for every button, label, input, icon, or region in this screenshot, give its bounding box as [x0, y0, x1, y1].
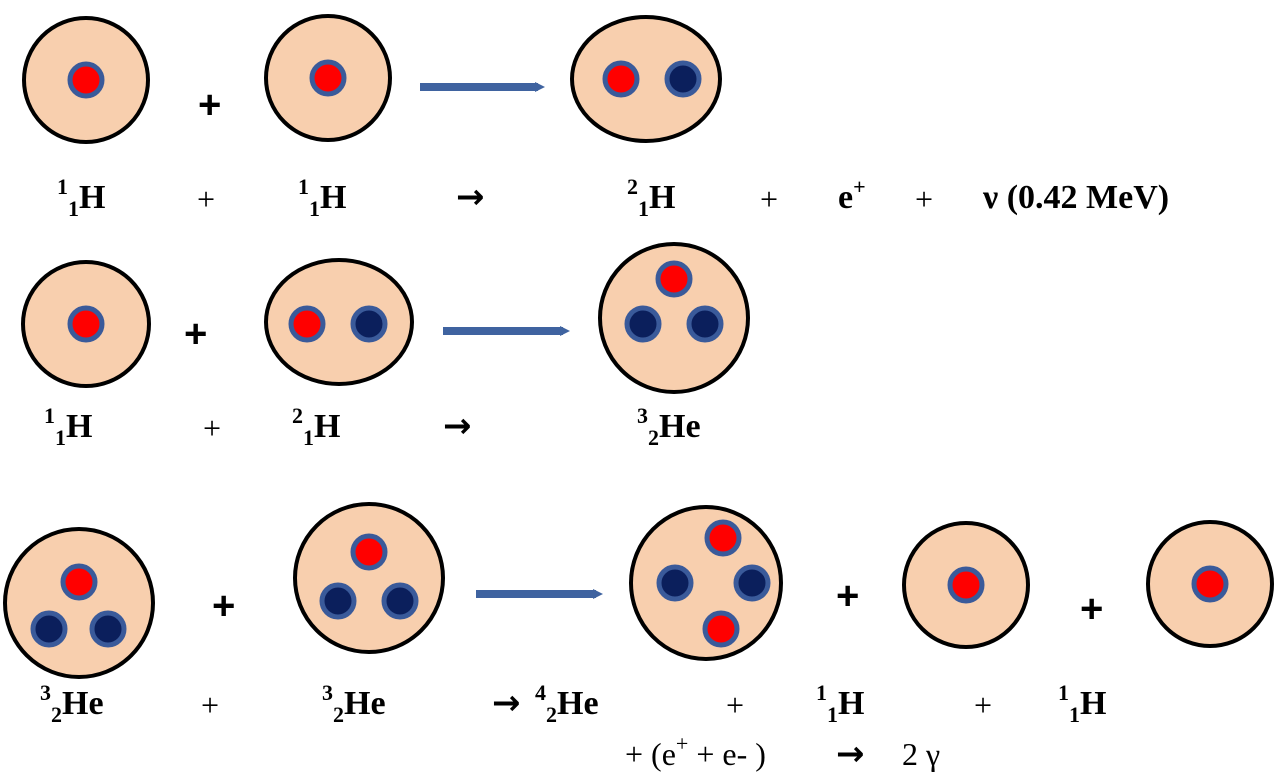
row3-byproduct2-nucleus-proton-0: [1191, 565, 1229, 603]
row3-product-nucleus-neutron-1: [656, 564, 694, 602]
row3-reactant2-label: 32He: [322, 682, 386, 726]
atomic-number: 1: [1069, 702, 1080, 727]
row2-product-nucleus-neutron-2: [686, 305, 724, 343]
row3-byproduct1-nucleus-proton-0: [947, 566, 985, 604]
annihilation-mid: + e- ): [688, 736, 766, 772]
element-symbol: He: [557, 685, 599, 722]
row1-reactant1-nucleus-proton-0: [67, 61, 105, 99]
row1-product-nucleus: [570, 15, 722, 143]
annihilation-arrow: →: [836, 734, 865, 774]
row3-byproduct2-label: 11H: [1058, 682, 1107, 726]
positron-charge: +: [675, 731, 689, 756]
mass-number: 1: [298, 174, 309, 199]
row3-reactant2-nucleus-neutron-1: [319, 582, 357, 620]
atomic-number: 2: [648, 425, 659, 450]
row3-reactant1-nucleus-neutron-1: [30, 610, 68, 648]
row2-reactant1-nucleus-proton-0: [67, 305, 105, 343]
row1-plus-sign: +: [198, 83, 222, 127]
element-symbol: H: [838, 685, 865, 722]
positron-symbol: e: [838, 179, 854, 216]
mass-number: 4: [535, 680, 546, 705]
element-symbol: H: [649, 179, 676, 216]
row1-product-nucleus-proton-0: [602, 60, 640, 98]
annihilation-equation: + (e+ + e- ): [625, 733, 766, 772]
atomic-number: 2: [546, 702, 557, 727]
atomic-number: 1: [55, 425, 66, 450]
mass-number: 1: [816, 680, 827, 705]
row2-plus-sign: +: [184, 312, 208, 356]
atomic-number: 2: [333, 702, 344, 727]
row1-product-label: 21H: [627, 176, 676, 220]
row3-plus-sign-1: +: [212, 584, 236, 628]
gamma-result-label: 2 γ: [902, 736, 941, 772]
row2-eq-plus: +: [203, 410, 222, 446]
atomic-number: 1: [638, 196, 649, 221]
row1-reactant1-label: 11H: [57, 176, 106, 220]
row2-reactant2-nucleus: [264, 258, 414, 386]
row1-eq-plus-3: +: [915, 181, 934, 217]
mass-number: 1: [1058, 680, 1069, 705]
row1-reactant2-nucleus-proton-0: [309, 59, 347, 97]
atomic-number: 2: [51, 702, 62, 727]
mass-number: 3: [637, 403, 648, 428]
mass-number: 3: [322, 680, 333, 705]
row1-reactant2-label: 11H: [298, 176, 347, 220]
mass-number: 1: [44, 403, 55, 428]
row3-reactant1-nucleus-neutron-2: [89, 610, 127, 648]
row3-reactant2-nucleus-neutron-2: [381, 582, 419, 620]
element-symbol: H: [66, 408, 93, 445]
row3-byproduct1-label: 11H: [816, 682, 865, 726]
positron-charge: +: [853, 174, 866, 199]
row1-positron-label: e+: [838, 176, 866, 216]
element-symbol: H: [1080, 685, 1107, 722]
row3-reactant2-nucleus-proton-0: [350, 533, 388, 571]
row3-reactant1-label: 32He: [40, 682, 104, 726]
row3-eq-plus-1: +: [201, 687, 220, 723]
mass-number: 1: [57, 174, 68, 199]
row2-reactant2-nucleus-proton-0: [288, 305, 326, 343]
element-symbol: H: [320, 179, 347, 216]
row3-reactant1-nucleus: [3, 527, 155, 679]
row2-product-nucleus-proton-0: [655, 260, 693, 298]
atomic-number: 1: [309, 196, 320, 221]
row3-product-nucleus: [629, 505, 783, 661]
row1-eq-plus-2: +: [760, 181, 779, 217]
row2-product-label: 32He: [637, 405, 701, 449]
row2-reactant1-label: 11H: [44, 405, 93, 449]
mass-number: 2: [292, 403, 303, 428]
mass-number: 2: [627, 174, 638, 199]
row3-plus-sign-3: +: [1080, 587, 1104, 631]
row1-neutrino-label: ν (0.42 MeV): [983, 179, 1170, 216]
row1-eq-arrow: →: [456, 177, 485, 217]
element-symbol: H: [314, 408, 341, 445]
row3-product-nucleus-proton-3: [702, 610, 740, 648]
row2-eq-arrow: →: [443, 406, 472, 446]
atomic-number: 1: [303, 425, 314, 450]
row3-eq-plus-2: +: [726, 687, 745, 723]
row3-product-label: 42He: [535, 682, 599, 726]
atomic-number: 1: [827, 702, 838, 727]
element-symbol: He: [659, 408, 701, 445]
row3-plus-sign-2: +: [836, 574, 860, 618]
row1-product-nucleus-neutron-1: [664, 60, 702, 98]
row3-eq-arrow: →: [492, 683, 521, 723]
row1-eq-plus-1: +: [197, 181, 216, 217]
row3-reactant2-nucleus: [293, 502, 445, 654]
row2-product-nucleus-neutron-1: [624, 305, 662, 343]
row3-eq-plus-3: +: [974, 687, 993, 723]
row3-product-nucleus-proton-0: [704, 519, 742, 557]
atomic-number: 1: [68, 196, 79, 221]
mass-number: 3: [40, 680, 51, 705]
row3-reactant1-nucleus-proton-0: [60, 563, 98, 601]
row2-reactant2-nucleus-neutron-1: [350, 305, 388, 343]
element-symbol: H: [79, 179, 106, 216]
element-symbol: He: [344, 685, 386, 722]
row2-reactant2-label: 21H: [292, 405, 341, 449]
element-symbol: He: [62, 685, 104, 722]
row2-product-nucleus: [598, 242, 750, 394]
row3-product-nucleus-neutron-2: [733, 564, 771, 602]
annihilation-open: + (e: [625, 736, 676, 772]
